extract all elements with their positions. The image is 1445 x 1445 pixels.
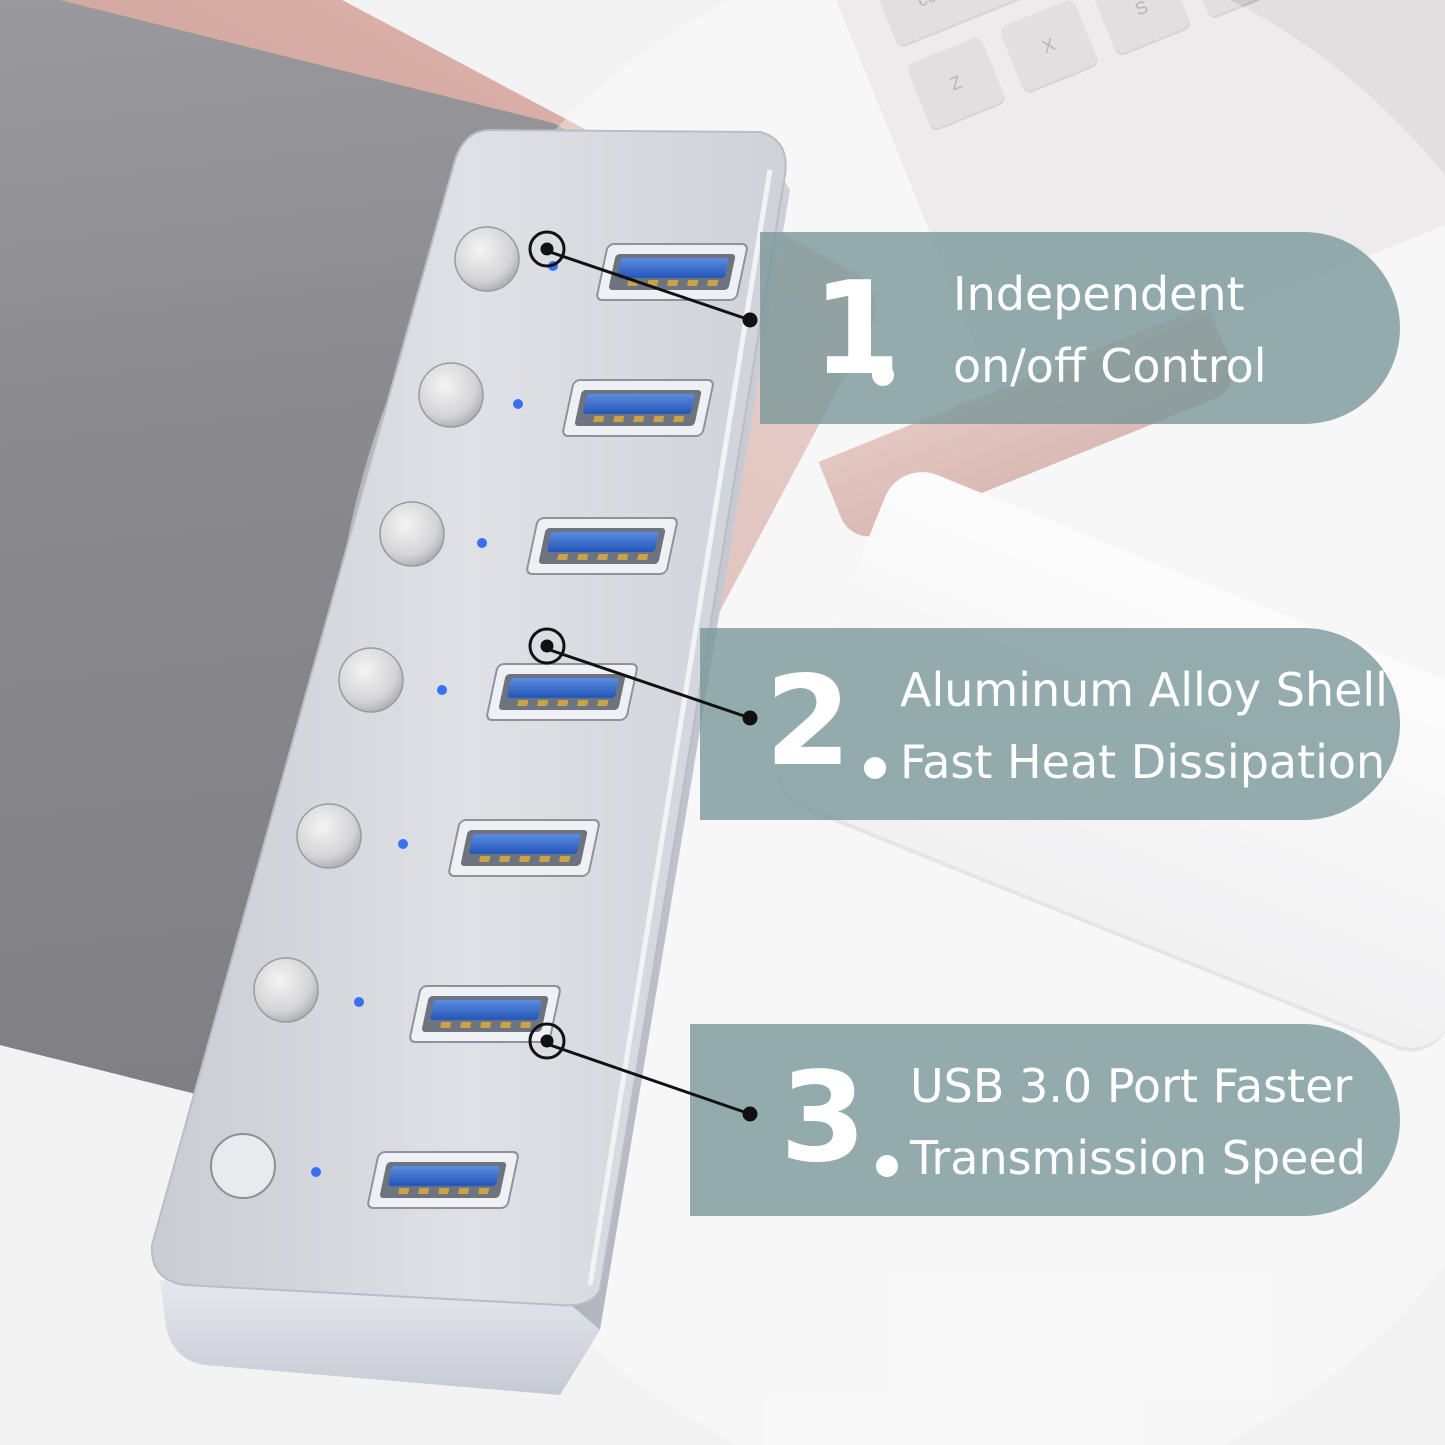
callout-1-panel <box>760 232 1400 424</box>
callout-1-line2: on/off Control <box>953 339 1267 393</box>
callout-2-number: 2 <box>765 650 852 794</box>
callout-1-line1: Independent <box>953 267 1245 321</box>
callout-2-panel <box>700 628 1400 820</box>
callout-3-panel <box>690 1024 1400 1216</box>
marker-ring-2 <box>528 627 566 665</box>
callout-3-line1: USB 3.0 Port Faster <box>910 1059 1353 1113</box>
callout-1-dot <box>872 364 894 386</box>
leader-line-1 <box>549 250 751 322</box>
callout-3-number: 3 <box>780 1046 867 1190</box>
leader-end-2 <box>742 710 758 726</box>
marker-dot-3 <box>540 1034 554 1048</box>
marker-dot-2 <box>540 639 554 653</box>
marker-dot-1 <box>540 242 554 256</box>
callout-3-line2: Transmission Speed <box>910 1131 1366 1185</box>
leader-end-1 <box>742 312 758 328</box>
leader-line-2 <box>549 648 751 720</box>
callout-2-line2: Fast Heat Dissipation <box>900 735 1386 789</box>
marker-ring-1 <box>528 230 566 268</box>
leader-end-3 <box>742 1106 758 1122</box>
marker-ring-3 <box>528 1022 566 1060</box>
leader-line-3 <box>549 1043 751 1116</box>
callout-2-line1: Aluminum Alloy Shell <box>900 663 1388 717</box>
callout-3-dot <box>876 1155 898 1177</box>
callout-2-dot <box>864 757 886 779</box>
